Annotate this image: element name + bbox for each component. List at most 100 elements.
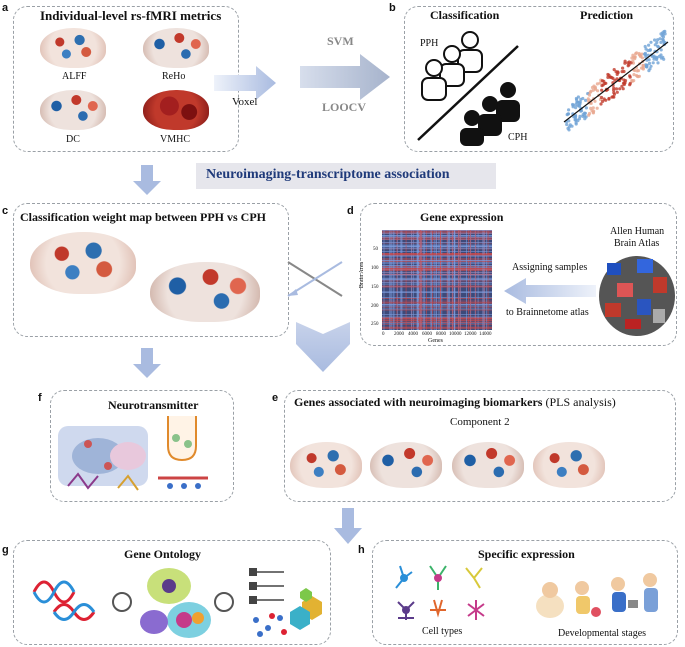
scatter-point xyxy=(661,37,665,41)
scatter-point xyxy=(614,70,618,74)
scatter-point xyxy=(610,95,614,99)
heatmap-stripe xyxy=(382,242,492,243)
heatmap-stripe xyxy=(382,322,492,323)
heatmap-stripe xyxy=(382,254,492,255)
xtick-10000: 10000 xyxy=(449,332,462,337)
scatter-point xyxy=(622,69,626,74)
cell-types-caption: Cell types xyxy=(422,626,463,637)
label-dc: DC xyxy=(66,134,80,145)
scatter-point xyxy=(567,108,571,112)
scatter-point xyxy=(587,93,592,97)
scatter-point xyxy=(581,96,585,101)
prediction-scatter xyxy=(563,29,669,132)
panel-e-title-main: Genes associated with neuroimaging bioma… xyxy=(294,395,543,409)
scatter-point xyxy=(651,61,655,65)
scatter-point xyxy=(648,48,652,52)
brain-weight-medial xyxy=(150,262,260,322)
heatmap-stripe xyxy=(382,258,492,260)
heatmap-stripe xyxy=(382,255,492,257)
scatter-point xyxy=(610,76,614,80)
heatmap-stripe xyxy=(382,286,492,288)
banner-text: Neuroimaging-transcriptome association xyxy=(206,167,450,182)
scatter-point xyxy=(601,83,605,87)
heatmap-stripe xyxy=(382,304,492,305)
panel-e-title-suffix: (PLS analysis) xyxy=(542,395,616,409)
heatmap-stripe xyxy=(382,286,492,287)
scatter-point xyxy=(659,40,663,44)
ytick-200: 200 xyxy=(371,304,379,309)
scatter-point xyxy=(595,106,599,110)
arrow-a-to-c xyxy=(133,165,161,195)
xtick-12000: 12000 xyxy=(464,332,477,337)
scatter-point xyxy=(655,56,659,60)
heatmap-stripe xyxy=(382,297,492,298)
cell-types-illustration xyxy=(395,565,485,620)
arrow-atlas-to-heatmap xyxy=(504,278,596,304)
label-reho: ReHo xyxy=(162,71,186,82)
scatter-point xyxy=(607,97,611,101)
scatter-point xyxy=(628,81,632,85)
heatmap-stripe xyxy=(382,230,492,231)
scatter-point xyxy=(649,64,653,68)
xtick-14000: 14000 xyxy=(479,332,492,337)
heatmap-stripe xyxy=(382,285,492,287)
scatter-point xyxy=(566,126,570,130)
panel-g xyxy=(13,540,331,645)
panel-b-title-classification: Classification xyxy=(430,8,500,22)
heatmap-stripe xyxy=(382,316,492,318)
panel-a-letter: a xyxy=(2,2,9,14)
heatmap-stripe xyxy=(382,305,492,307)
patient-icons xyxy=(417,31,520,146)
heatmap-stripe xyxy=(382,278,492,280)
scatter-point xyxy=(653,43,657,47)
scatter-point xyxy=(652,54,656,58)
heatmap-stripe xyxy=(382,300,492,302)
scatter-point xyxy=(656,44,660,48)
scatter-point xyxy=(652,57,656,61)
scatter-point xyxy=(615,72,619,76)
heatmap-stripe xyxy=(382,274,492,276)
panel-b-title-prediction: Prediction xyxy=(580,8,634,22)
scatter-point xyxy=(637,51,641,56)
brain-component-1 xyxy=(290,442,362,488)
heatmap-stripe xyxy=(382,253,492,254)
brain-vmhc xyxy=(143,90,209,130)
panel-f xyxy=(50,390,234,502)
scatter-point xyxy=(593,99,597,103)
scatter-point xyxy=(574,106,578,110)
heatmap-stripe xyxy=(382,260,492,261)
scatter-point xyxy=(599,102,603,106)
panel-d xyxy=(360,203,677,346)
heatmap-stripe xyxy=(382,322,492,324)
xtick-6000: 6000 xyxy=(422,332,432,337)
neurotransmitter-illustration xyxy=(58,416,208,491)
heatmap-stripe xyxy=(382,309,492,311)
heatmap-stripe xyxy=(382,259,492,261)
panel-d-title: Gene expression xyxy=(420,210,504,224)
brain-dc xyxy=(40,90,106,130)
scatter-point xyxy=(591,88,595,92)
heatmap-stripe xyxy=(382,283,492,285)
arrow-to-e xyxy=(296,322,350,372)
heatmap-stripe xyxy=(382,308,492,310)
panel-b xyxy=(404,6,674,152)
scatter-point xyxy=(631,53,635,57)
scatter-point xyxy=(656,38,660,42)
gene-ontology-illustration xyxy=(32,568,322,638)
scatter-point xyxy=(657,54,661,58)
heatmap-stripe xyxy=(382,232,492,233)
scatter-point xyxy=(646,48,650,53)
scatter-point xyxy=(595,82,599,86)
heatmap-stripe xyxy=(382,267,492,269)
heatmap-stripe xyxy=(382,235,492,236)
panel-h-title: Specific expression xyxy=(478,547,575,561)
scatter-point xyxy=(612,86,616,90)
scatter-point xyxy=(584,115,588,119)
atlas-label-1: Allen Human xyxy=(610,226,665,237)
xtick-0: 0 xyxy=(382,332,385,337)
heatmap-stripe xyxy=(382,269,492,270)
heatmap-stripe xyxy=(382,270,492,271)
heatmap-stripe xyxy=(382,251,492,252)
heatmap-stripe xyxy=(382,268,492,270)
ytick-150: 150 xyxy=(371,285,379,290)
